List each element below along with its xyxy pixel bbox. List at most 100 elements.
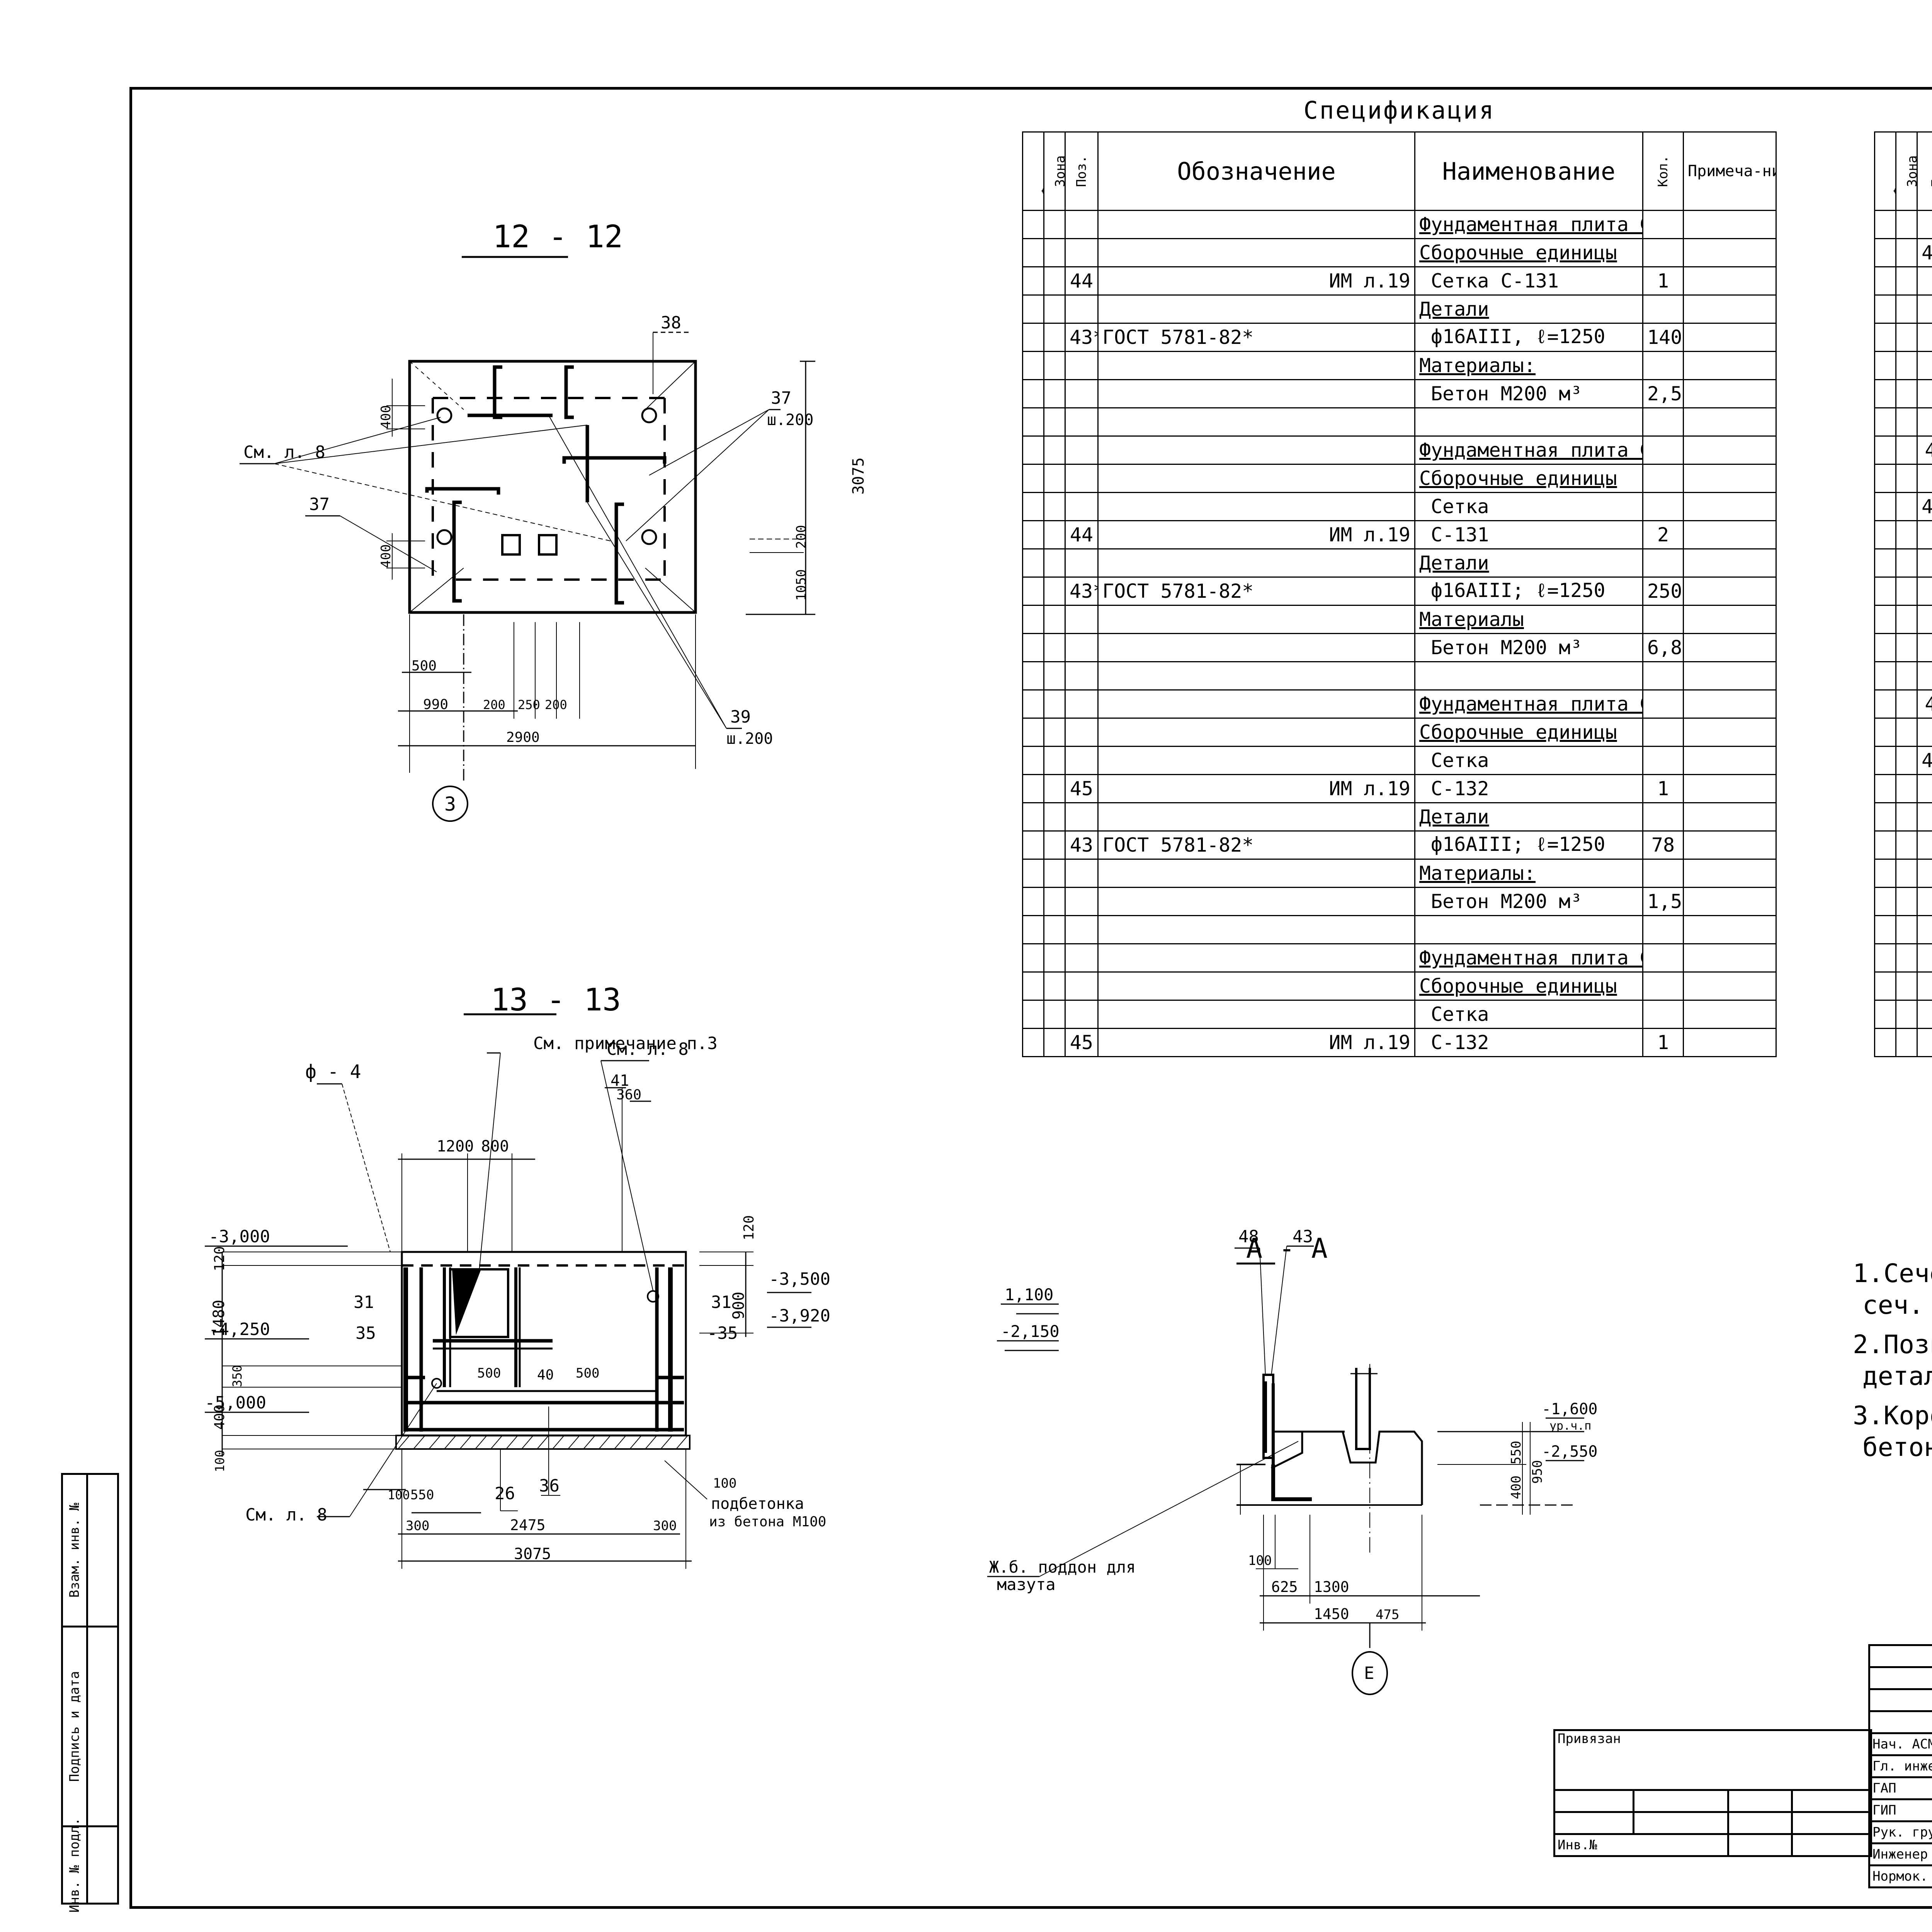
note-cell (1682, 577, 1777, 606)
pos-39-label: 39 (730, 707, 751, 727)
pos-cell (1917, 210, 1932, 239)
designation-cell (1097, 661, 1415, 690)
designation-cell: ИМ л.19 (1097, 774, 1415, 803)
pos-cell (1917, 464, 1932, 493)
spec-row: 43*ГОСТ 5781-82*ф16АIII; ℓ=125016 (1874, 746, 1932, 775)
pos-cell (1065, 689, 1099, 719)
dim-350: 350 (230, 1365, 245, 1387)
spec-row: Материалы: (1022, 859, 1777, 888)
designation-cell (1097, 210, 1415, 239)
name-cell: Материалы: (1414, 859, 1643, 888)
name-cell: ф16АIII; ℓ=1250 (1414, 577, 1643, 606)
name-cell: Сборочные единицы (1414, 464, 1643, 493)
qty-cell: 1 (1642, 774, 1684, 803)
name-cell: Фундаментная плита ФП-1 (1414, 210, 1643, 239)
dim-550: 550 (410, 1487, 434, 1503)
level-minus-3500: -3,500 (769, 1269, 830, 1289)
note-cell (1682, 774, 1777, 803)
qty-cell (1642, 464, 1684, 493)
note-cell (1682, 266, 1777, 296)
spec-table-right: Спецификация Формат Зона Поз. Обозначени… (1874, 89, 1932, 1057)
col-zone: Зона (1895, 131, 1918, 211)
dim-1200: 1200 (437, 1138, 474, 1155)
format-cell (1022, 407, 1044, 437)
format-cell (1022, 294, 1044, 324)
col-pos: Поз. (1917, 131, 1932, 211)
note-cell (1682, 435, 1777, 465)
zone-cell (1043, 633, 1066, 662)
qty-cell (1642, 746, 1684, 775)
dim-100-left: 100 (213, 1450, 227, 1472)
zone-cell (1043, 577, 1066, 606)
dim-360: 360 (616, 1087, 641, 1103)
pos-cell (1065, 746, 1099, 775)
note-cell (1682, 971, 1777, 1001)
pos-35-right: -35 (707, 1323, 738, 1343)
note-cell (1682, 915, 1777, 944)
zone-cell (1895, 802, 1918, 832)
pos-cell (1917, 802, 1932, 832)
zone-cell (1043, 971, 1066, 1001)
pos-cell (1917, 661, 1932, 690)
qty-cell: 140 (1642, 323, 1684, 352)
designation-cell (1097, 859, 1415, 888)
designation-cell (1097, 548, 1415, 578)
format-cell (1874, 351, 1896, 380)
name-cell: С-132 (1414, 1028, 1643, 1057)
zone-cell (1043, 774, 1066, 803)
format-cell (1874, 887, 1896, 916)
note-cell (1682, 887, 1777, 916)
pos-cell (1065, 351, 1099, 380)
zone-cell (1895, 971, 1918, 1001)
dim-200: 200 (794, 525, 809, 549)
zone-cell (1895, 661, 1918, 690)
qty-cell (1642, 294, 1684, 324)
designation-cell: ГОСТ 5781-82* (1097, 830, 1415, 860)
zone-cell (1043, 915, 1066, 944)
spec-row: Сборочные единицы (1022, 464, 1777, 493)
spec-row: Бетон М200 м³0.5 (1874, 294, 1932, 324)
name-cell: ф16АIII; ℓ=1250 (1414, 830, 1643, 860)
spec-row: Сборочные единицы (1874, 633, 1932, 662)
pos-cell (1917, 943, 1932, 973)
zone-cell (1895, 689, 1918, 719)
designation-cell (1097, 294, 1415, 324)
level-1100: 1,100 (1005, 1285, 1053, 1304)
qty-cell: 1 (1642, 266, 1684, 296)
spec-row: Детали (1022, 802, 1777, 832)
format-cell (1022, 577, 1044, 606)
general-notes: 1.Сечения 12-12, 13-13 замаркированы на … (1853, 1258, 1932, 1463)
spec-row: Материалы: (1874, 520, 1932, 549)
format-cell (1874, 210, 1896, 239)
format-cell (1022, 548, 1044, 578)
dim-400-bottom: 400 (378, 544, 394, 568)
format-cell (1022, 1000, 1044, 1029)
note-cell (1682, 943, 1777, 973)
dim-2900: 2900 (506, 730, 540, 745)
pos-cell (1917, 887, 1932, 916)
spec-left-title: Спецификация (1303, 96, 1495, 124)
dim-400-aa: 400 (1509, 1476, 1524, 1499)
pos-cell (1917, 379, 1932, 408)
format-cell (1874, 1000, 1896, 1029)
format-cell (1022, 210, 1044, 239)
note-2-line-2: деталей л. 10 (1862, 1361, 1932, 1391)
dim-500: 500 (412, 658, 437, 674)
zone-cell (1043, 746, 1066, 775)
qty-cell (1642, 492, 1684, 521)
designation-cell (1097, 633, 1415, 662)
qty-cell (1642, 351, 1684, 380)
pos-cell (1065, 1000, 1099, 1029)
note-cell (1682, 1028, 1777, 1057)
zone-cell (1895, 915, 1918, 944)
name-cell: Сетка С-131 (1414, 266, 1643, 296)
pos-cell: 43* (1917, 492, 1932, 521)
note-3-line-1: 3.Коробку ставня ЗС-10 установить в опал… (1853, 1401, 1932, 1430)
dim-400-top: 400 (378, 405, 394, 429)
zone-cell (1043, 323, 1066, 352)
qty-cell: 6,8 (1642, 633, 1684, 662)
designation-cell (1097, 1000, 1415, 1029)
